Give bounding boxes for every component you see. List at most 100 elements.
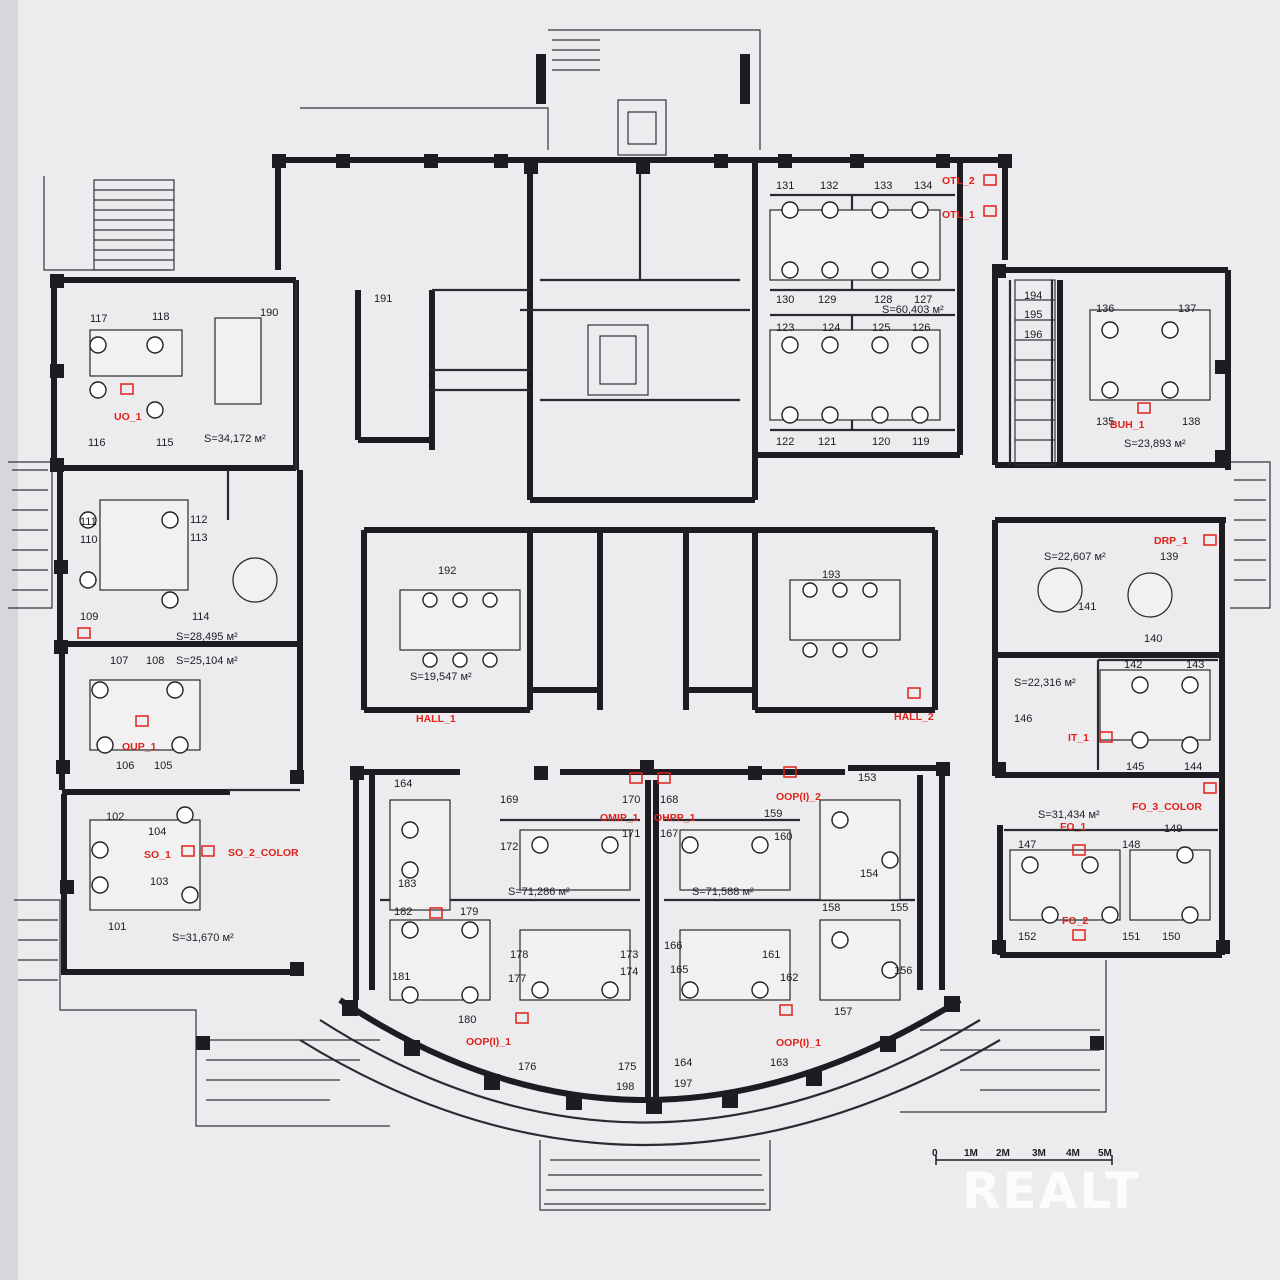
room-103: 103 xyxy=(150,876,168,888)
room-136: 136 xyxy=(1096,303,1114,315)
room-155: 155 xyxy=(890,902,908,914)
room-numbers: 101 102 103 104 105 106 107 108 109 110 … xyxy=(80,180,1204,1093)
room-102: 102 xyxy=(106,811,124,823)
area-111: S=28,495 м² xyxy=(176,631,238,643)
scale-label-3: 3M xyxy=(1032,1148,1046,1159)
room-167: 167 xyxy=(660,828,678,840)
area-labels: S=34,172 м² S=60,403 м² S=23,893 м² S=28… xyxy=(172,304,1186,944)
room-129: 129 xyxy=(818,294,836,306)
area-107: S=25,104 м² xyxy=(176,655,238,667)
room-166: 166 xyxy=(664,940,682,952)
room-183: 183 xyxy=(398,878,416,890)
room-130: 130 xyxy=(776,294,794,306)
room-182: 182 xyxy=(394,906,412,918)
tag-omip1: OMIP_1 xyxy=(600,812,639,824)
room-101: 101 xyxy=(108,921,126,933)
scale-label-5: 5M xyxy=(1098,1148,1112,1159)
room-112: 112 xyxy=(190,514,208,526)
area-drp: S=22,607 м² xyxy=(1044,551,1106,563)
room-152: 152 xyxy=(1018,931,1036,943)
room-194: 194 xyxy=(1024,290,1042,302)
tag-buh1: BUH_1 xyxy=(1110,419,1145,431)
room-120: 120 xyxy=(872,436,890,448)
room-148: 148 xyxy=(1122,839,1140,851)
room-134: 134 xyxy=(914,180,932,192)
tag-fo2: FO_2 xyxy=(1062,915,1088,927)
room-113: 113 xyxy=(190,532,208,544)
room-139: 139 xyxy=(1160,551,1178,563)
stairs xyxy=(93,99,1056,466)
room-140: 140 xyxy=(1144,633,1162,645)
tag-uo1: UO_1 xyxy=(114,411,142,423)
room-190: 190 xyxy=(260,307,278,319)
columns xyxy=(50,54,1230,1050)
room-123: 123 xyxy=(776,322,794,334)
room-144: 144 xyxy=(1184,761,1202,773)
room-131: 131 xyxy=(776,180,794,192)
room-146: 146 xyxy=(1014,713,1032,725)
tag-drp1: DRP_1 xyxy=(1154,535,1188,547)
room-117: 117 xyxy=(90,313,108,325)
room-149: 149 xyxy=(1164,823,1182,835)
room-156: 156 xyxy=(894,965,912,977)
internal-partitions xyxy=(226,170,1218,902)
room-173: 173 xyxy=(620,949,638,961)
room-115: 115 xyxy=(156,437,174,449)
room-142: 142 xyxy=(1124,659,1142,671)
room-181: 181 xyxy=(392,971,410,983)
room-122: 122 xyxy=(776,436,794,448)
room-105: 105 xyxy=(154,760,172,772)
room-110: 110 xyxy=(80,534,98,546)
tag-fo3: FO_3_COLOR xyxy=(1132,801,1202,813)
scale-label-1: 1M xyxy=(964,1148,978,1159)
room-153: 153 xyxy=(858,772,876,784)
room-143: 143 xyxy=(1186,659,1204,671)
room-114: 114 xyxy=(192,611,210,623)
front-arc xyxy=(299,996,1001,1147)
room-147: 147 xyxy=(1018,839,1036,851)
tag-hall1: HALL_1 xyxy=(416,713,456,725)
area-uo: S=34,172 м² xyxy=(204,433,266,445)
room-111: 111 xyxy=(80,516,97,528)
room-174: 174 xyxy=(620,966,638,978)
room-195: 195 xyxy=(1024,309,1042,321)
room-178: 178 xyxy=(510,949,528,961)
room-137: 137 xyxy=(1178,303,1196,315)
scale-label-4: 4M xyxy=(1066,1148,1080,1159)
room-171: 171 xyxy=(622,828,640,840)
room-161: 161 xyxy=(762,949,780,961)
area-192: S=19,547 м² xyxy=(410,671,472,683)
room-172: 172 xyxy=(500,841,518,853)
room-175: 175 xyxy=(618,1061,636,1073)
room-133: 133 xyxy=(874,180,892,192)
tag-oup1: OUP_1 xyxy=(122,741,157,753)
room-164: 164 xyxy=(674,1057,692,1069)
room-163: 163 xyxy=(770,1057,788,1069)
room-179: 179 xyxy=(460,906,478,918)
room-198: 198 xyxy=(616,1081,634,1093)
room-109: 109 xyxy=(80,611,98,623)
room-196: 196 xyxy=(1024,329,1042,341)
room-124: 124 xyxy=(822,322,840,334)
room-192: 192 xyxy=(438,565,456,577)
room-106: 106 xyxy=(116,760,134,772)
tag-oop1-right: OOP(I)_1 xyxy=(776,1037,821,1049)
chairs xyxy=(79,201,1199,1004)
room-170: 170 xyxy=(622,794,640,806)
room-119: 119 xyxy=(912,436,930,448)
room-145: 145 xyxy=(1126,761,1144,773)
room-169: 169 xyxy=(500,794,518,806)
room-150: 150 xyxy=(1162,931,1180,943)
room-176: 176 xyxy=(518,1061,536,1073)
room-128: 128 xyxy=(874,294,892,306)
tag-it1: IT_1 xyxy=(1068,732,1089,744)
room-138: 138 xyxy=(1182,416,1200,428)
room-191: 191 xyxy=(374,293,392,305)
tag-otl2: OTL_2 xyxy=(942,175,975,187)
room-160: 160 xyxy=(774,831,792,843)
area-open-office: S=60,403 м² xyxy=(882,304,944,316)
room-193: 193 xyxy=(822,569,840,581)
area-left-center: S=71,286 м² xyxy=(508,886,570,898)
tag-fo1: FO_1 xyxy=(1060,821,1086,833)
